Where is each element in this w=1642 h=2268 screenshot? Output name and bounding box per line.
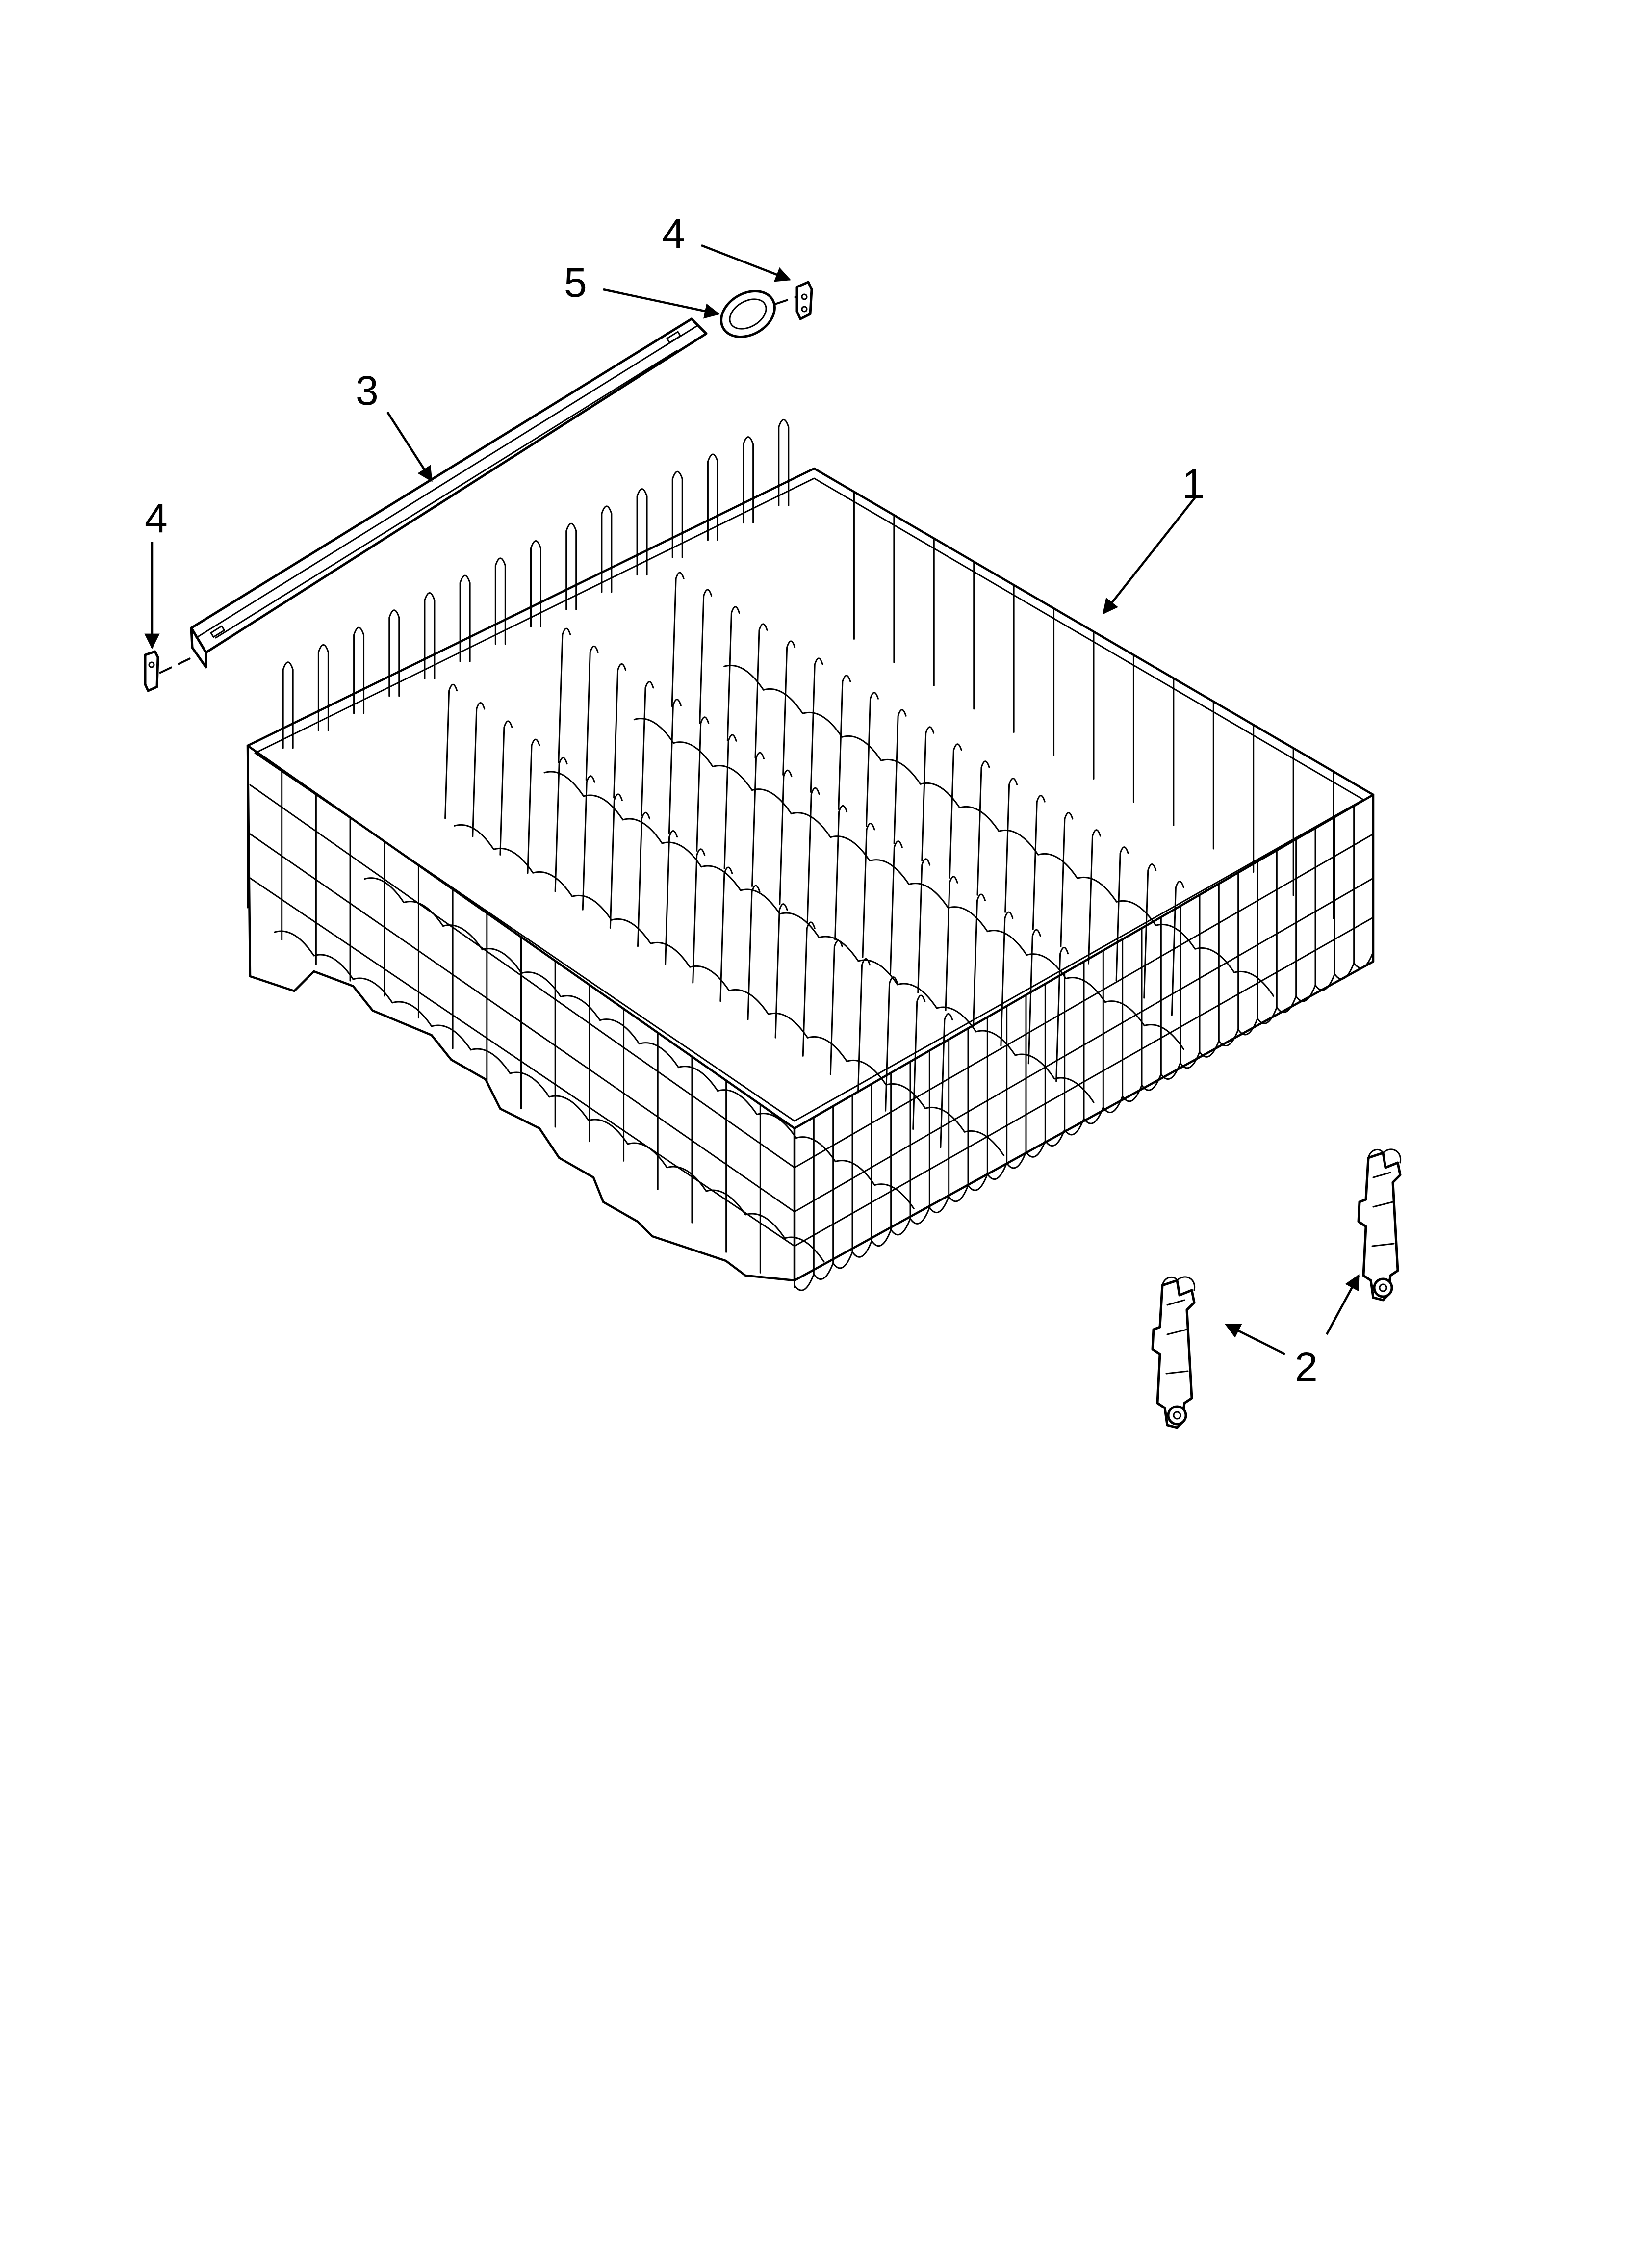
wheel-assembly-front (1151, 1276, 1196, 1429)
callout-wheel-assembly: 2 (1295, 1344, 1318, 1390)
rail-bumper (720, 289, 776, 339)
leader-2a (1225, 1323, 1286, 1356)
end-cap-left (144, 650, 159, 692)
rail (190, 317, 708, 669)
dish-rack (246, 418, 1375, 1291)
leader-1 (1103, 495, 1198, 615)
assembly-line-top (774, 296, 797, 305)
leader-2b (1326, 1274, 1360, 1335)
callout-rail: 3 (356, 367, 379, 414)
assembly-line-left (159, 656, 193, 674)
callout-rail-bumper: 5 (564, 260, 587, 306)
wheel-assembly-rear (1357, 1148, 1402, 1302)
callout-end-cap-top: 4 (662, 210, 685, 257)
leader-4-top (701, 244, 791, 282)
leader-3 (386, 411, 433, 482)
callout-end-cap-left: 4 (145, 495, 168, 541)
leader-5 (603, 288, 720, 319)
end-cap-top (795, 281, 813, 320)
callout-rack: 1 (1182, 461, 1205, 507)
